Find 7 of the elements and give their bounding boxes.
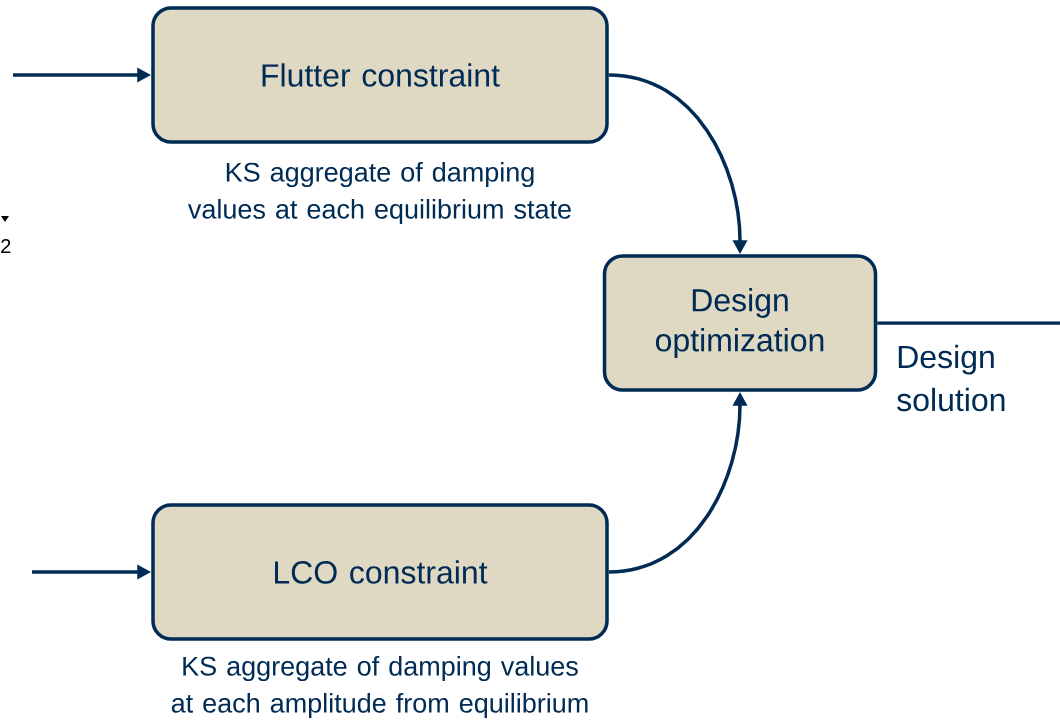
caption-text: KS aggregate of damping values at each amplitude from equilibrium — [171, 655, 588, 719]
edge-label: Design solution — [897, 344, 1005, 412]
process-box: Design optimization — [602, 254, 878, 392]
process-box: Flutter constraint — [151, 6, 609, 144]
process-box: LCO constraint — [151, 503, 609, 641]
caption-text: KS aggregate of damping values at each equilibrium state — [188, 161, 571, 225]
partial-label: 2 — [1, 239, 11, 253]
